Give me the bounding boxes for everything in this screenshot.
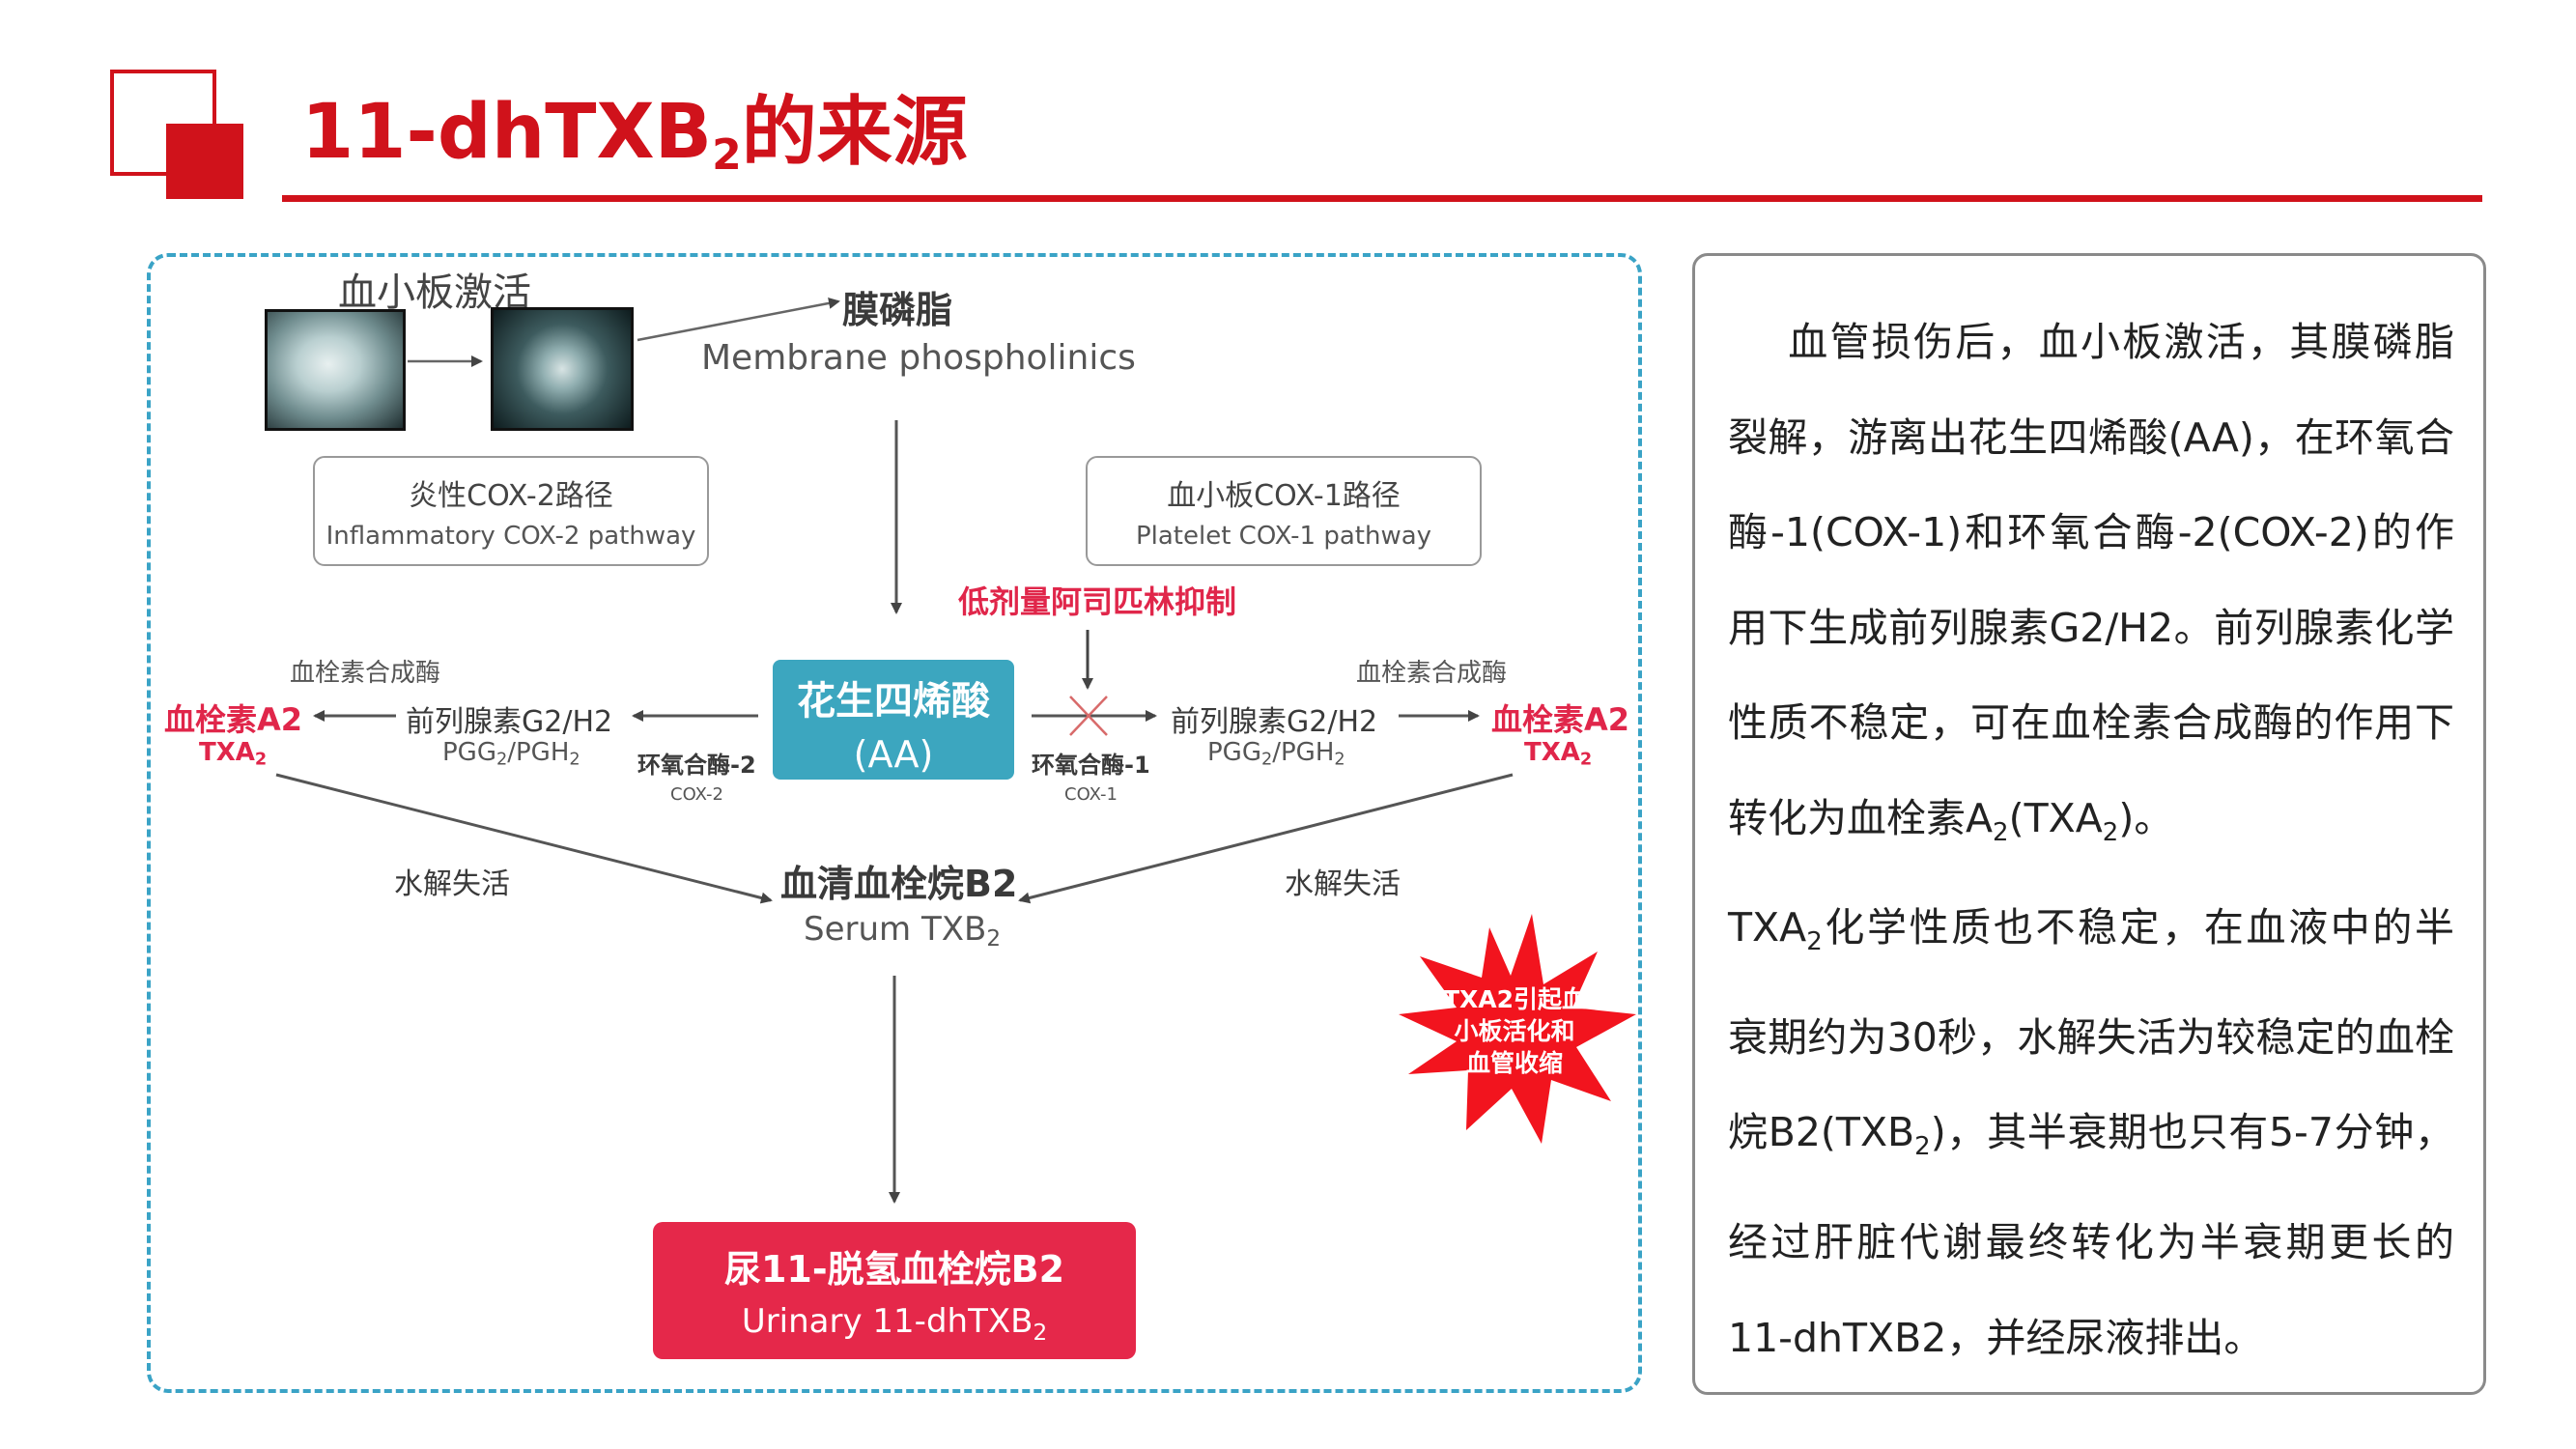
cox2-enzyme-cn: 环氧合酶-2 [637,752,756,779]
urinary-11dhtxb2-box: 尿11-脱氢血栓烷B2 Urinary 11-dhTXB2 [653,1222,1136,1359]
aspirin-inhibition-label: 低剂量阿司匹林抑制 [958,583,1237,620]
serum-txb2-cn: 血清血栓烷B2 [780,863,1018,905]
cox2-pathway-box: 炎性COX-2路径 Inflammatory COX-2 pathway [313,456,709,566]
diagram-frame [147,253,1642,1393]
arrow-txa-left-to-serum [275,773,773,904]
membrane-label-cn: 膜磷脂 [842,289,953,331]
txa2-right-symbol: TXA2 [1524,738,1593,770]
resting-platelet-image [265,309,406,431]
cox1-pathway-cn: 血小板COX-1路径 [1167,479,1401,513]
activated-platelet-image [491,307,634,431]
cox1-pathway-box: 血小板COX-1路径 Platelet COX-1 pathway [1086,456,1482,566]
membrane-label-en: Membrane phospholinics [701,338,1136,378]
cox1-pathway-en: Platelet COX-1 pathway [1135,522,1432,551]
cox1-block-cross-b [1069,696,1108,736]
cox1-enzyme-cn: 环氧合酶-1 [1032,752,1150,779]
starburst-shape [1399,914,1636,1144]
hydrolysis-label-right: 水解失活 [1285,867,1401,901]
starburst-line-3: 血管收缩 [1465,1049,1563,1077]
pg-left-cn: 前列腺素G2/H2 [406,705,613,739]
starburst-line-1: TXA2引起血 [1442,985,1587,1013]
page-title: 11-dhTXB2的来源 [301,89,968,180]
info-paragraph: 血管损伤后，血小板激活，其膜磷脂裂解，游离出花生四烯酸(AA)，在环氧合酶-1(… [1728,319,2455,1361]
info-panel: 血管损伤后，血小板激活，其膜磷脂裂解，游离出花生四烯酸(AA)，在环氧合酶-1(… [1692,253,2486,1395]
txa2-right-cn: 血栓素A2 [1491,701,1630,738]
cox1-enzyme-en: COX-1 [1064,784,1118,805]
cox2-pathway-cn: 炎性COX-2路径 [409,479,613,513]
hydrolysis-label-left: 水解失活 [394,867,510,901]
aa-label-cn: 花生四烯酸 [797,679,990,724]
txa2-left-symbol: TXA2 [199,738,268,770]
cox2-enzyme-en: COX-2 [670,784,723,805]
arrow-txa-right-to-serum [1018,773,1514,904]
pg-right-cn: 前列腺素G2/H2 [1171,705,1378,739]
pgg-left-label: PGG2/PGH2 [442,738,580,770]
starburst-line-2: 小板活化和 [1454,1017,1575,1045]
urinary-label-cn: 尿11-脱氢血栓烷B2 [723,1248,1065,1291]
arrow-cell2-to-membrane [637,297,840,342]
logo-square-fill [166,124,243,199]
serum-txb2-en: Serum TXB2 [804,910,1002,952]
aa-label-en: (AA) [853,733,934,776]
pgg-right-label: PGG2/PGH2 [1207,738,1345,770]
cox2-pathway-en: Inflammatory COX-2 pathway [326,522,696,551]
synthase-label-right: 血栓素合成酶 [1356,659,1508,688]
synthase-label-left: 血栓素合成酶 [290,659,441,688]
txa2-left-cn: 血栓素A2 [164,701,303,738]
logo-square-outline [110,70,216,176]
starburst-text: TXA2引起血 小板活化和 血管收缩 [1428,983,1601,1079]
title-underline [282,195,2482,202]
urinary-label-en: Urinary 11-dhTXB2 [741,1302,1048,1346]
aa-box: 花生四烯酸 (AA) [773,660,1014,780]
